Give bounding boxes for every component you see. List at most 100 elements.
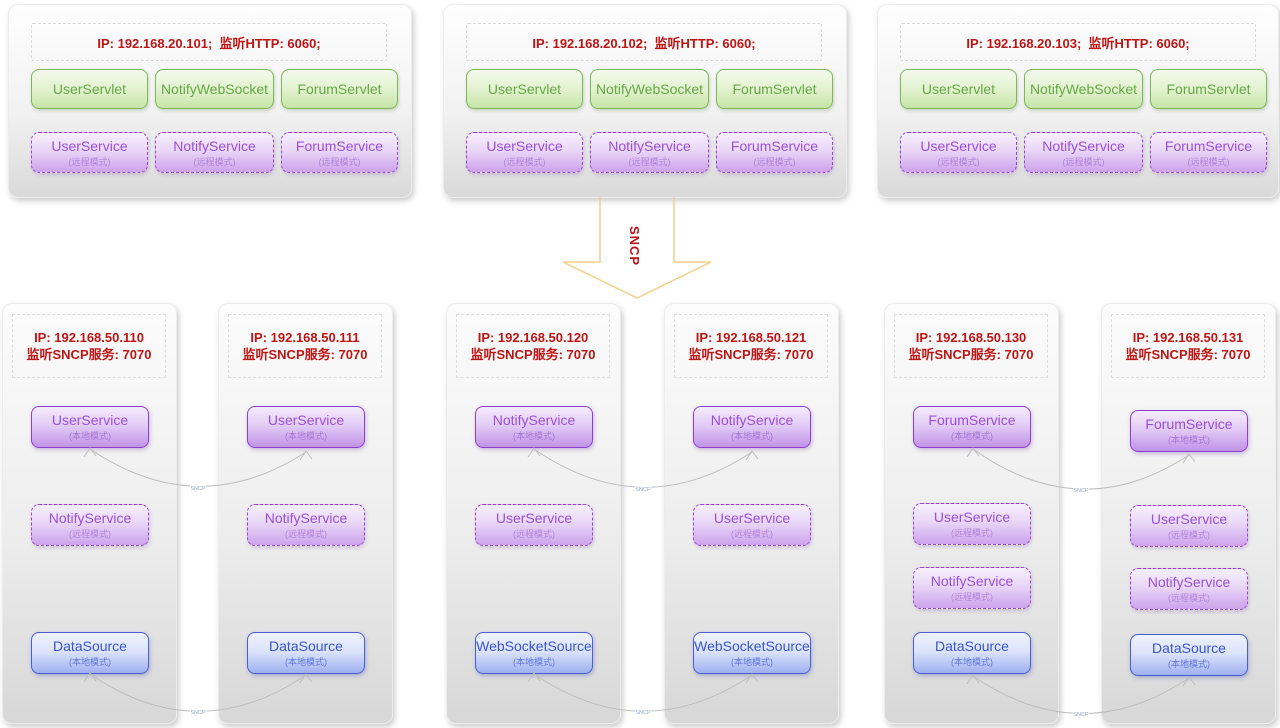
node-ip-text: IP: 192.168.50.110 — [34, 330, 144, 345]
service-name: NotifyService — [608, 137, 691, 154]
node-listen-text: 监听SNCP服务: 7070 — [26, 347, 152, 362]
service-name: UserService — [495, 510, 573, 526]
service-mode: (本地模式) — [69, 431, 111, 441]
service-mode: (本地模式) — [951, 657, 993, 667]
service-name: NotifyService — [710, 412, 794, 428]
node-ip-text: IP: 192.168.50.121 — [695, 330, 807, 345]
datasource-local: DataSource (本地模式) — [913, 632, 1031, 674]
service-forum-remote: ForumService(远程模式) — [716, 132, 833, 173]
servlet-label: NotifyWebSocket — [1029, 81, 1138, 97]
service-name: NotifyService — [1042, 137, 1125, 154]
service-name: ForumService — [1164, 137, 1253, 154]
servlet-notify-websocket: NotifyWebSocket — [590, 69, 709, 109]
service-forum-local: ForumService(本地模式) — [1130, 410, 1248, 452]
node-ip-header: IP: 192.168.50.120 监听SNCP服务: 7070 — [456, 314, 610, 378]
service-name: ForumService — [1145, 416, 1233, 432]
connector-label: SNCP — [1073, 488, 1089, 494]
node-ip-text: IP: 192.168.50.131 — [1132, 330, 1244, 345]
service-name: DataSource — [269, 638, 343, 654]
servlet-label: NotifyWebSocket — [595, 81, 704, 97]
service-mode: (本地模式) — [513, 657, 555, 667]
node-ip-text: IP: 192.168.50.120 — [477, 330, 589, 345]
servlet-user: UserServlet — [31, 69, 148, 109]
servlet-notify-websocket: NotifyWebSocket — [1024, 69, 1143, 109]
service-user-remote: UserService(远程模式) — [693, 504, 811, 546]
service-name: NotifyService — [48, 510, 132, 526]
server-ip-text: IP: 192.168.20.101; 监听HTTP: 6060; — [97, 35, 321, 51]
connector-label: SNCP — [190, 710, 206, 716]
datasource-local: DataSource(本地模式) — [1130, 634, 1248, 676]
service-notify-remote: NotifyService (远程模式) — [1024, 132, 1143, 173]
connector-label: SNCP — [1073, 712, 1089, 718]
service-notify-remote: NotifyService (远程模式) — [913, 567, 1031, 609]
service-mode: (远程模式) — [1062, 156, 1105, 167]
service-name: DataSource — [935, 638, 1009, 654]
service-user-remote: UserService (远程模式) — [475, 504, 593, 546]
connector-label: SNCP — [635, 487, 651, 493]
service-name: ForumService — [730, 137, 819, 154]
service-mode: (远程模式) — [1168, 593, 1210, 603]
service-name: DataSource — [1152, 640, 1226, 656]
service-mode: (本地模式) — [513, 431, 555, 441]
service-mode: (远程模式) — [513, 529, 555, 539]
service-name: NotifyService — [930, 573, 1014, 589]
service-mode: (远程模式) — [193, 156, 236, 167]
service-mode: (本地模式) — [285, 431, 327, 441]
datasource-local: DataSource(本地模式) — [31, 632, 149, 674]
node-listen-text: 监听SNCP服务: 7070 — [470, 347, 596, 362]
service-mode: (本地模式) — [69, 657, 111, 667]
service-notify-local: NotifyService (本地模式) — [693, 406, 811, 448]
service-mode: (本地模式) — [731, 431, 773, 441]
service-forum-remote: ForumService(远程模式) — [1150, 132, 1267, 173]
service-forum-remote: ForumService (远程模式) — [281, 132, 398, 173]
service-mode: (本地模式) — [951, 431, 993, 441]
service-name: UserService — [1150, 511, 1228, 527]
service-user-remote: UserService (远程模式) — [900, 132, 1017, 173]
web-server-box-102: IP: 192.168.20.102; 监听HTTP: 6060; UserSe… — [443, 4, 847, 198]
service-user-remote: UserService(远程模式) — [31, 132, 148, 173]
servlet-user: UserServlet — [466, 69, 583, 109]
service-user-local: UserService(本地模式) — [247, 406, 365, 448]
datasource-local: DataSource(本地模式) — [247, 632, 365, 674]
sncp-node-120: IP: 192.168.50.120 监听SNCP服务: 7070 NotifyS… — [446, 303, 621, 724]
service-user-remote: UserService(远程模式) — [466, 132, 583, 173]
service-name: UserService — [920, 137, 997, 154]
service-mode: (远程模式) — [951, 592, 993, 602]
service-mode: (远程模式) — [1168, 530, 1210, 540]
connector-label: SNCP — [635, 710, 651, 716]
service-name: NotifyService — [1147, 574, 1231, 590]
service-name: ForumService — [295, 137, 384, 154]
service-notify-remote: NotifyService (远程模式) — [590, 132, 709, 173]
node-listen-text: 监听SNCP服务: 7070 — [688, 347, 814, 362]
node-ip-header: IP: 192.168.50.121 监听SNCP服务: 7070 — [674, 314, 828, 378]
servlet-forum: ForumServlet — [281, 69, 398, 109]
connector-label: SNCP — [190, 486, 206, 492]
service-name: NotifyService — [264, 510, 348, 526]
servlet-label: ForumServlet — [1166, 81, 1251, 97]
service-name: NotifyService — [173, 137, 256, 154]
node-listen-text: 监听SNCP服务: 7070 — [242, 347, 368, 362]
service-mode: (远程模式) — [951, 528, 993, 538]
servlet-label: UserServlet — [487, 81, 562, 97]
service-mode: (远程模式) — [318, 156, 361, 167]
service-name: WebSocketSource — [476, 638, 592, 654]
service-user-local: UserService(本地模式) — [31, 406, 149, 448]
servlet-label: ForumServlet — [297, 81, 382, 97]
web-server-box-101: IP: 192.168.20.101; 监听HTTP: 6060; UserSe… — [8, 4, 412, 198]
service-name: WebSocketSource — [694, 638, 810, 654]
service-mode: (本地模式) — [731, 657, 773, 667]
service-name: UserService — [486, 137, 563, 154]
servlet-label: UserServlet — [52, 81, 127, 97]
service-name: UserService — [713, 510, 791, 526]
service-mode: (远程模式) — [285, 529, 327, 539]
service-mode: (远程模式) — [937, 156, 980, 167]
node-ip-header: IP: 192.168.50.110 监听SNCP服务: 7070 — [12, 314, 166, 378]
servlet-forum: ForumServlet — [1150, 69, 1267, 109]
service-mode: (远程模式) — [628, 156, 671, 167]
servlet-label: UserServlet — [921, 81, 996, 97]
service-notify-local: NotifyService(本地模式) — [475, 406, 593, 448]
